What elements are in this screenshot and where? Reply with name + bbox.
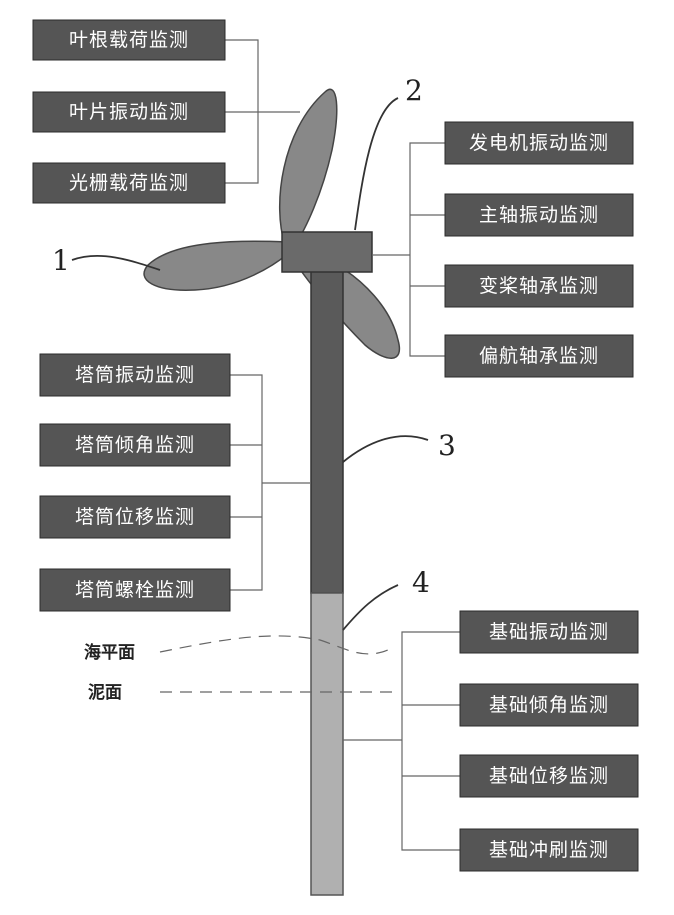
mudline-label: 泥面 — [88, 682, 122, 703]
nacelle-monitoring-group: 发电机振动监测 主轴振动监测 变桨轴承监测 偏航轴承监测 — [372, 122, 633, 377]
tower-box-bolt: 塔筒螺栓监测 — [40, 569, 230, 611]
nacelle-box-generator: 发电机振动监测 — [445, 122, 633, 164]
blade-box-grating: 光栅载荷监测 — [33, 163, 225, 203]
leader-3 — [343, 436, 428, 462]
ref-number-1: 1 — [52, 244, 70, 277]
foundation-box-tilt-label: 基础倾角监测 — [489, 694, 609, 716]
foundation-box-displacement-label: 基础位移监测 — [489, 765, 609, 787]
tower-bracket — [230, 375, 262, 590]
ref-number-4: 4 — [412, 566, 430, 599]
nacelle-box-pitch-label: 变桨轴承监测 — [479, 275, 599, 297]
tower-box-bolt-label: 塔筒螺栓监测 — [75, 579, 195, 601]
foundation-box-tilt: 基础倾角监测 — [460, 684, 638, 726]
ref-number-2: 2 — [405, 74, 423, 107]
sea-level-line — [160, 636, 392, 654]
tower — [311, 268, 343, 593]
foundation-box-displacement: 基础位移监测 — [460, 755, 638, 797]
nacelle-bracket — [410, 143, 445, 356]
blade-left — [144, 241, 290, 290]
nacelle-box-mainshaft: 主轴振动监测 — [445, 194, 633, 236]
foundation-box-vibration-label: 基础振动监测 — [489, 621, 609, 643]
tower-box-tilt: 塔筒倾角监测 — [40, 424, 230, 466]
nacelle-box-pitch: 变桨轴承监测 — [445, 265, 633, 307]
foundation-box-scour-label: 基础冲刷监测 — [489, 839, 609, 861]
blade-box-root: 叶根载荷监测 — [33, 20, 225, 60]
sea-level-label: 海平面 — [84, 642, 135, 663]
nacelle-box-yaw-label: 偏航轴承监测 — [479, 345, 599, 367]
leader-4 — [343, 585, 398, 630]
tower-box-displacement: 塔筒位移监测 — [40, 496, 230, 538]
blade-box-grating-label: 光栅载荷监测 — [69, 172, 189, 194]
blade-monitoring-group: 叶根载荷监测 叶片振动监测 光栅载荷监测 — [33, 20, 300, 203]
blade-upper — [280, 89, 337, 245]
nacelle-box-mainshaft-label: 主轴振动监测 — [479, 204, 599, 226]
nacelle — [282, 232, 372, 272]
tower-monitoring-group: 塔筒振动监测 塔筒倾角监测 塔筒位移监测 塔筒螺栓监测 — [40, 354, 311, 611]
blade-box-root-label: 叶根载荷监测 — [69, 29, 189, 51]
foundation-box-scour: 基础冲刷监测 — [460, 829, 638, 871]
blade-box-vibration-label: 叶片振动监测 — [69, 101, 189, 123]
foundation-pile — [311, 593, 343, 895]
leader-2 — [355, 98, 398, 230]
nacelle-box-yaw: 偏航轴承监测 — [445, 335, 633, 377]
foundation-box-vibration: 基础振动监测 — [460, 611, 638, 653]
ref-number-3: 3 — [438, 429, 456, 462]
blade-box-vibration: 叶片振动监测 — [33, 92, 225, 132]
tower-box-vibration-label: 塔筒振动监测 — [75, 364, 195, 386]
tower-box-vibration: 塔筒振动监测 — [40, 354, 230, 396]
nacelle-box-generator-label: 发电机振动监测 — [469, 132, 609, 154]
foundation-bracket — [402, 632, 460, 850]
tower-box-tilt-label: 塔筒倾角监测 — [75, 434, 195, 456]
tower-box-displacement-label: 塔筒位移监测 — [75, 506, 195, 528]
